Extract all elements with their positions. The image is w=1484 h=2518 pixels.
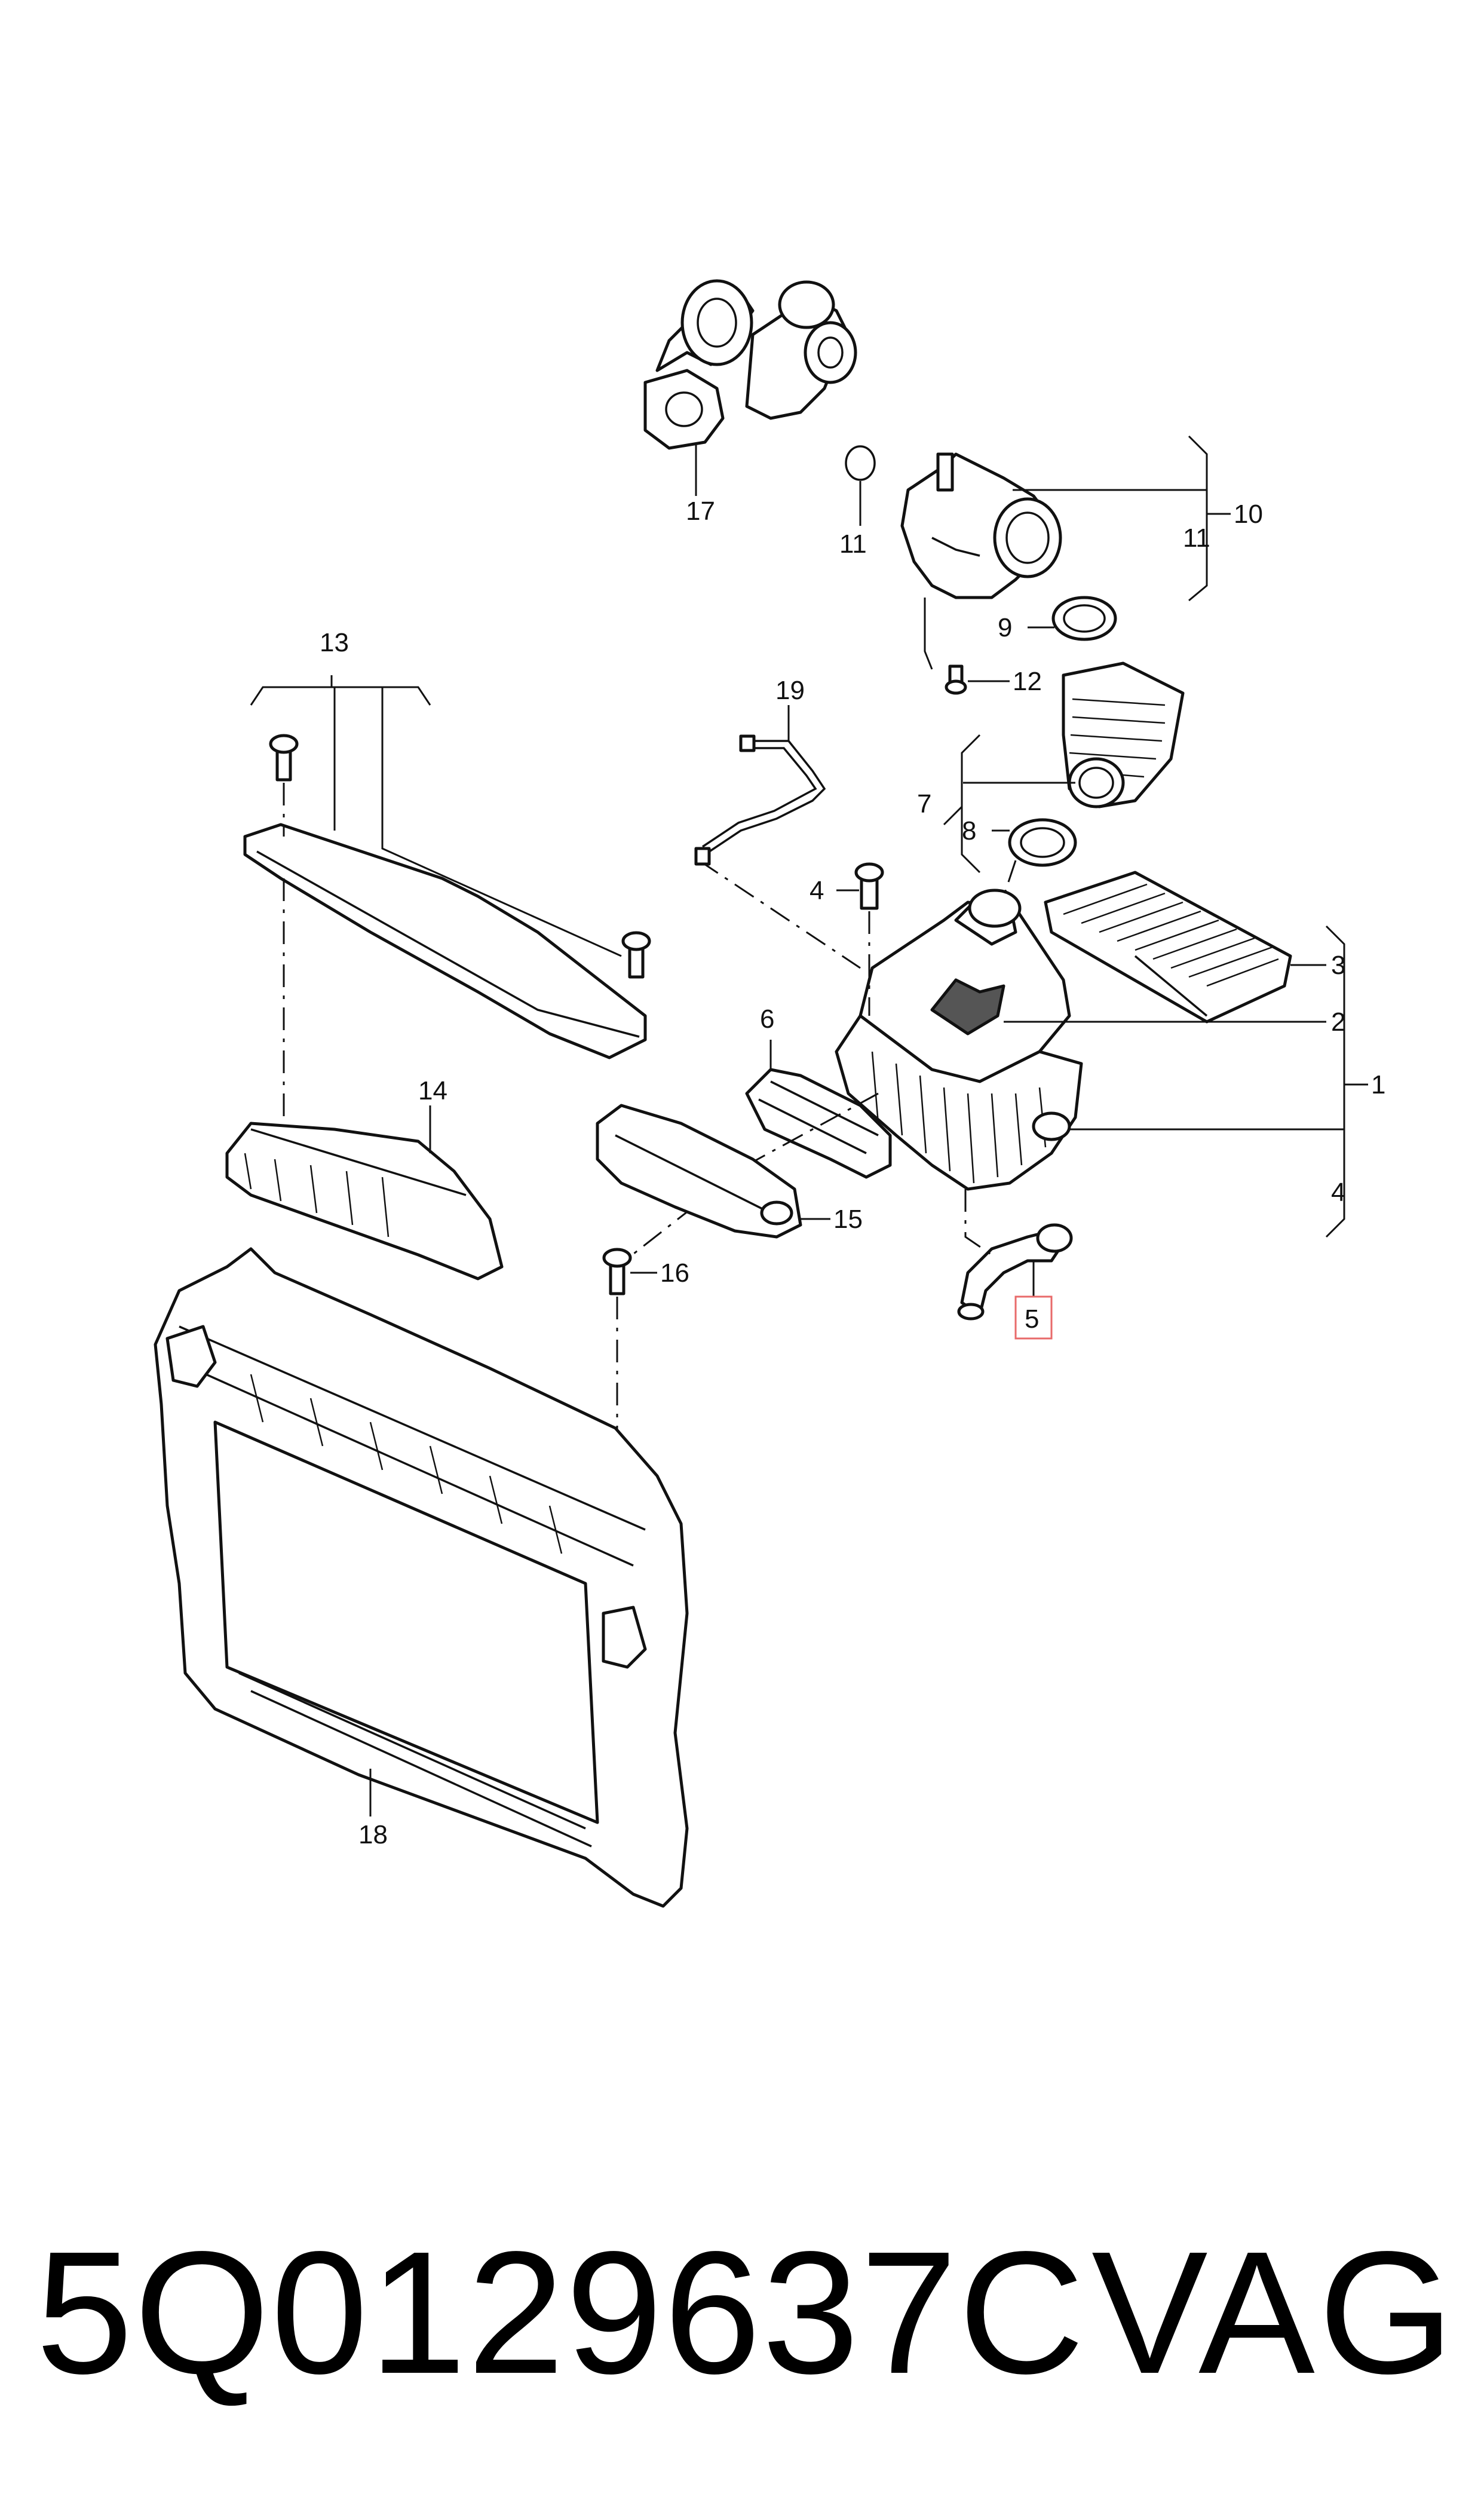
- callout-10: 10: [1234, 500, 1263, 529]
- lock-carrier-frame: [154, 1247, 689, 1908]
- highlight-box: [1014, 1295, 1053, 1340]
- callout-17: 17: [686, 497, 715, 526]
- upper-cover-panel: [243, 823, 647, 1059]
- intake-connection-pipe: [900, 452, 1062, 670]
- part-number: 5Q0129637C: [36, 2215, 1086, 2410]
- brand-name: VAG: [1091, 2215, 1458, 2410]
- lower-air-duct: [596, 1104, 802, 1239]
- callout-3: 3: [1331, 951, 1345, 980]
- o-ring: [845, 445, 876, 481]
- callout-16: 16: [660, 1258, 689, 1288]
- exploded-parts-diagram: 17 11 10 11 9 12 7 8: [154, 279, 1385, 1908]
- intake-hose: [1062, 661, 1185, 808]
- air-filter-housing: [835, 889, 1083, 1191]
- callout-11b: 11: [1183, 523, 1210, 553]
- callout-4a: 4: [810, 876, 824, 905]
- callout-19: 19: [775, 676, 805, 705]
- turbocharger: [643, 279, 857, 496]
- bolt-13-right: [621, 931, 651, 979]
- intake-snorkel: [745, 1068, 892, 1179]
- callout-12: 12: [1013, 667, 1042, 696]
- footer: 5Q0129637C VAG: [36, 2211, 1458, 2414]
- callout-14: 14: [418, 1076, 447, 1105]
- bolt-16: [602, 1248, 632, 1295]
- callout-2: 2: [1331, 1007, 1345, 1037]
- callout-4b: 4: [1331, 1178, 1345, 1207]
- callout-9: 9: [998, 613, 1012, 642]
- callout-18: 18: [358, 1820, 388, 1849]
- air-filter-element: [1044, 871, 1292, 1024]
- callout-5: 5: [1025, 1304, 1039, 1334]
- callout-13: 13: [320, 628, 349, 657]
- bolt-4: [854, 862, 884, 910]
- hose-clamp-8: [1008, 818, 1077, 867]
- breather-line: [694, 734, 826, 866]
- air-guide-duct: [225, 1122, 504, 1281]
- callout-11a: 11: [839, 529, 867, 559]
- callout-8: 8: [962, 816, 976, 846]
- callout-1: 1: [1371, 1070, 1385, 1099]
- hose-clamp-9: [1051, 596, 1117, 641]
- callout-6: 6: [760, 1004, 774, 1034]
- callout-7: 7: [917, 789, 931, 819]
- bolt-12: [945, 664, 1010, 695]
- bolt-13-left: [269, 734, 299, 782]
- callout-15: 15: [833, 1205, 863, 1234]
- drain-hose: [957, 1223, 1073, 1321]
